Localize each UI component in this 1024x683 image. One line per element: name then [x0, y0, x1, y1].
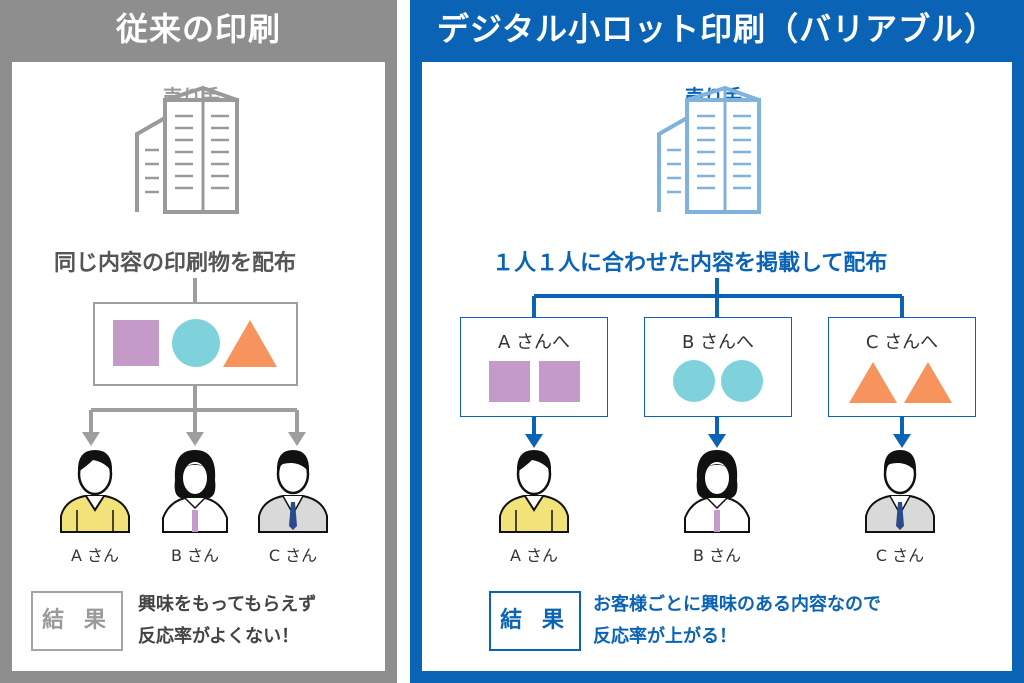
arrow-down-icon — [708, 434, 726, 448]
circle-icon — [721, 360, 763, 402]
square-icon-left — [113, 320, 159, 366]
result-line1-left: 興味をもってもらえず — [138, 594, 317, 615]
person-c-icon-right — [864, 448, 936, 534]
result-label-left: 結 果 — [31, 591, 123, 651]
box-customer-b: B さんへ — [644, 317, 792, 417]
arrow-down-icon — [186, 432, 204, 446]
result-line1-right: お客様ごとに興味のある内容なので — [593, 594, 881, 615]
person-b-icon-left — [162, 449, 228, 533]
person-c-icon-left — [257, 448, 329, 534]
result-line2-right: 反応率が上がる！ — [593, 626, 737, 647]
arrow-down-icon — [82, 432, 100, 446]
person-b-icon-right — [684, 449, 750, 533]
arrow-down-icon — [525, 434, 543, 448]
triangle-icon-left — [223, 320, 277, 367]
box-customer-a-label: A さんへ — [497, 332, 571, 353]
customer-c-name-left: C さん — [268, 546, 318, 565]
distribution-lines-left — [89, 386, 299, 434]
square-icon — [539, 361, 580, 402]
customer-c-name-right: C さん — [875, 546, 925, 565]
customer-a-name-left: A さん — [70, 546, 120, 565]
square-icon — [489, 361, 530, 402]
arrow-down-icon — [893, 434, 911, 448]
arrow-down-icon — [288, 432, 306, 446]
box-customer-a: A さんへ — [460, 317, 608, 417]
building-icon-left — [135, 86, 239, 214]
customer-b-name-right: B さん — [692, 546, 742, 565]
circle-icon-left — [172, 319, 220, 367]
building-icon-right — [657, 86, 761, 214]
traditional-title: 従来の印刷 — [115, 10, 281, 48]
caption-right: １人１人に合わせた内容を掲載して配布 — [492, 251, 888, 276]
box-customer-b-label: B さんへ — [681, 332, 755, 353]
person-a-icon-right — [498, 448, 570, 534]
digital-title: デジタル小ロット印刷（バリアブル） — [436, 10, 998, 48]
caption-left: 同じ内容の印刷物を配布 — [54, 251, 297, 276]
result-line2-left: 反応率がよくない！ — [138, 626, 300, 647]
result-text-right: お客様ごとに興味のある内容なので 反応率が上がる！ — [593, 589, 881, 653]
circle-icon — [673, 360, 715, 402]
customer-a-name-right: A さん — [509, 546, 559, 565]
triangle-icon — [904, 362, 952, 403]
triangle-icon — [849, 362, 897, 403]
customer-b-name-left: B さん — [170, 546, 220, 565]
distribution-lines-right — [532, 278, 904, 436]
result-label-right: 結 果 — [489, 591, 581, 651]
result-text-left: 興味をもってもらえず 反応率がよくない！ — [138, 589, 316, 653]
box-customer-c-label: C さんへ — [865, 332, 939, 353]
person-a-icon-left — [59, 448, 131, 534]
